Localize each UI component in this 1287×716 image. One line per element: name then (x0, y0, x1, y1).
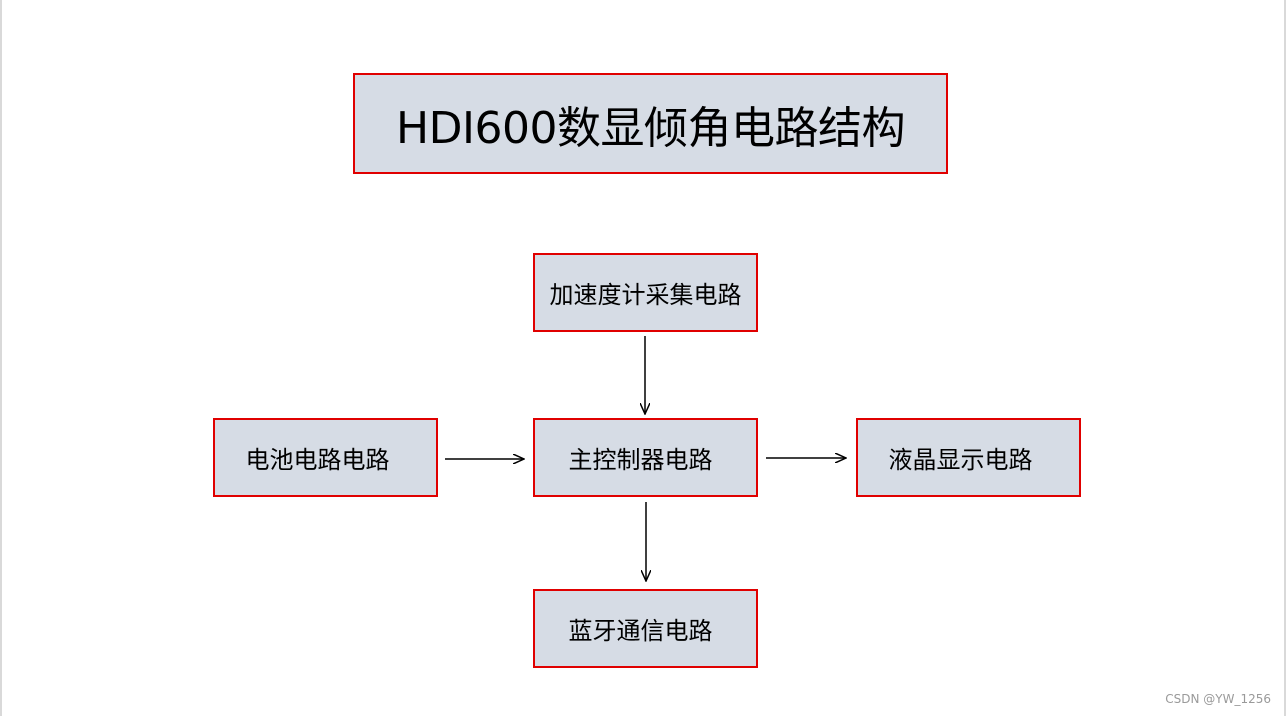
page-right-border (1284, 0, 1286, 716)
node-main-controller-circuit: 主控制器电路 (533, 418, 758, 497)
diagram-title: HDI600数显倾角电路结构 (353, 73, 948, 174)
node-lcd-display-circuit: 液晶显示电路 (856, 418, 1081, 497)
page-left-border (0, 0, 2, 716)
node-accelerometer-circuit: 加速度计采集电路 (533, 253, 758, 332)
watermark-text: CSDN @YW_1256 (1165, 692, 1271, 706)
node-bluetooth-circuit: 蓝牙通信电路 (533, 589, 758, 668)
node-battery-circuit: 电池电路电路 (213, 418, 438, 497)
